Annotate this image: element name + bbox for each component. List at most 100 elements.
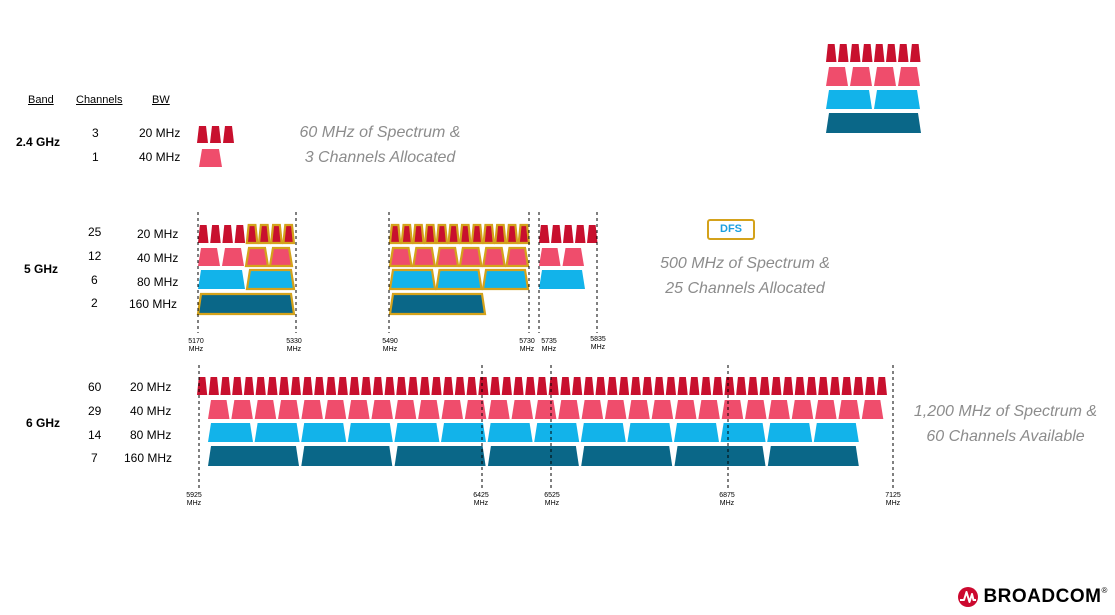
channel-20mhz [759,377,770,395]
tick-value: 5330 [286,338,302,345]
broadcom-wordmark: BROADCOM [983,586,1102,607]
tick-unit: MHz [885,500,901,507]
channel-80mhz [720,423,766,442]
channel-20mhz [245,223,259,245]
channel-40mhz [861,400,884,419]
bandwidth-label: 160 MHz [129,297,178,311]
channel-20mhz [494,223,507,245]
channel-20mhz [560,377,571,395]
channel-40mhz [199,149,222,167]
broadcom-logo: BROADCOM® [957,586,1107,608]
broadcom-logo-icon [958,587,978,607]
channel-160mhz [394,446,486,466]
channel-count: 6 [91,273,98,287]
channel-40mhz [481,246,506,268]
channel-80mhz [254,423,300,442]
channel-20mhz [198,225,209,243]
channel-80mhz [441,423,486,442]
band-label-6ghz: 6 GHz [26,416,61,430]
channel-40mhz [604,400,627,419]
channel-20mhz [243,377,255,395]
tick-unit: MHz [286,346,302,353]
channel-20mhz [470,223,484,245]
channel-40mhz [222,248,244,266]
channel-20mhz [208,377,219,395]
channel-20mhz [267,377,278,395]
channel-20mhz [490,377,501,395]
channel-160mhz [826,113,921,133]
note-line: 1,200 MHz of Spectrum & [913,403,1098,420]
channel-20mhz [724,377,735,395]
channel-20mhz [700,377,712,395]
channel-20mhz [747,377,759,395]
channel-20mhz [853,377,864,395]
channel-20mhz [458,223,472,245]
channel-20mhz [325,377,337,395]
channel-40mhz [324,400,347,419]
channel-20mhz [794,377,805,395]
channel-20mhz [478,377,489,395]
channel-40mhz [721,400,744,419]
bandwidth-label: 40 MHz [137,251,179,265]
channel-20mhz [618,377,630,395]
channel-20mhz [220,377,231,395]
channel-40mhz [558,400,580,419]
channel-20mhz [874,44,885,62]
channel-20mhz [197,126,208,143]
tick-unit: MHz [541,346,557,353]
channel-80mhz [539,270,585,289]
note-line: 60 Channels Available [926,428,1085,445]
channel-40mhz [301,400,323,419]
channel-20mhz [400,223,414,245]
channel-40mhz [198,248,220,266]
channel-160mhz [208,446,299,466]
channel-80mhz [813,423,859,442]
tick-value: 6425 [473,492,489,499]
channel-20mhz [482,223,496,245]
channel-20mhz [396,377,407,395]
tick-unit: MHz [544,500,560,507]
tick-unit: MHz [186,500,202,507]
channel-20mhz [443,377,454,395]
channel-40mhz [850,67,872,86]
channel-40mhz [348,400,370,419]
channel-20mhz [630,377,641,395]
channel-count: 2 [91,296,98,310]
channel-20mhz [412,223,425,245]
channel-20mhz [806,377,817,395]
channel-40mhz [534,400,557,419]
channel-40mhz [838,400,860,419]
channel-40mhz [791,400,814,419]
registered-mark: ® [1101,586,1108,595]
channel-80mhz [487,423,533,442]
channel-20mhz [654,377,665,395]
channel-20mhz [838,44,849,62]
channel-160mhz [767,446,859,466]
channel-20mhz [677,377,688,395]
channel-40mhz [231,400,253,419]
channel-80mhz [481,268,530,291]
channel-20mhz [525,377,536,395]
channel-80mhz [394,423,440,442]
channel-20mhz [255,377,266,395]
channel-40mhz [244,246,270,268]
channel-20mhz [642,377,653,395]
channel-count: 25 [88,225,102,239]
channel-40mhz [278,400,300,419]
channel-40mhz [394,400,417,419]
channel-20mhz [783,377,794,395]
channel-20mhz [279,377,290,395]
bandwidth-label: 40 MHz [130,404,172,418]
channel-20mhz [407,377,419,395]
tick-unit: MHz [188,346,204,353]
channel-40mhz [826,67,848,86]
